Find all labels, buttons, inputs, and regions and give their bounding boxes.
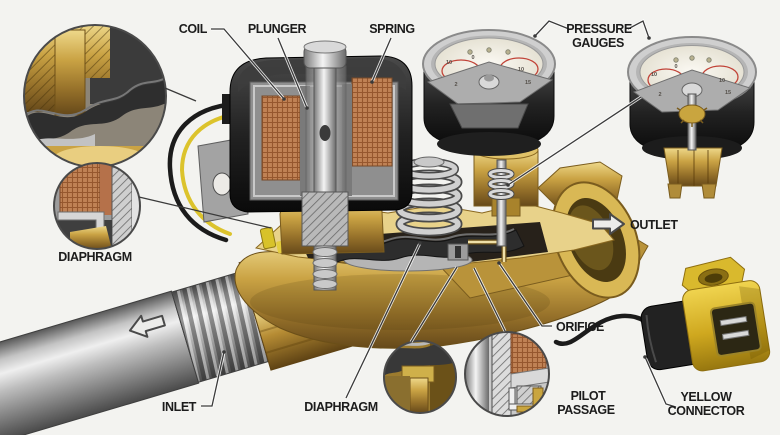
label-pilot-passage-1: PILOT — [571, 389, 607, 403]
plunger-ribs — [312, 247, 338, 289]
gauge-left-tick: 15 — [525, 80, 531, 86]
flow-arrow-inlet-1 — [128, 314, 166, 338]
wire-black — [167, 101, 237, 243]
coil-winding-right — [351, 77, 393, 167]
label-plunger: PLUNGER — [248, 22, 307, 36]
label-yellow-connector-2: CONNECTOR — [668, 404, 745, 418]
gauge-left-tick: 0 — [471, 55, 474, 61]
label-orifice: ORIFICE — [556, 320, 604, 334]
connector-socket — [709, 301, 762, 357]
gauge-right-tick: 2 — [658, 92, 661, 98]
leader-lines — [138, 18, 677, 409]
gauge-left-tick: 10 — [518, 67, 524, 73]
gauge-left-tick: 2 — [454, 82, 457, 88]
pilot-spring — [487, 168, 515, 200]
gauge-scale-numbers: 10 0 2 10 15 10 0 2 10 15 — [446, 55, 731, 98]
label-yellow-connector-1: YELLOW — [680, 390, 732, 404]
connector-pin — [719, 315, 748, 327]
yellow-connector — [553, 256, 771, 372]
solenoid-assembly — [167, 40, 413, 291]
gauge-right-tick: 10 — [719, 78, 725, 84]
yellow-insert — [259, 226, 277, 250]
coil-winding-left — [261, 95, 301, 181]
inset-coil-winding — [53, 162, 141, 250]
pilot-stem — [496, 159, 507, 247]
labels: COIL PLUNGER SPRING PRESSURE GAUGES OUTL… — [58, 22, 745, 418]
label-inlet: INLET — [162, 400, 197, 414]
label-pressure-gauges-1: PRESSURE — [566, 22, 632, 36]
label-outlet: OUTLET — [630, 218, 678, 232]
label-coil: COIL — [179, 22, 208, 36]
pressure-gauge-right — [627, 36, 757, 199]
label-diaphragm-left: DIAPHRAGM — [58, 250, 131, 264]
pressure-gauge-left — [422, 29, 556, 247]
gauge-right-tick: 10 — [651, 72, 657, 78]
connector-pin — [721, 329, 750, 340]
label-pressure-gauges-2: GAUGES — [572, 36, 624, 50]
inset-pilot-passage — [464, 331, 550, 417]
plunger-cap — [303, 40, 347, 54]
gauge-right-tick: 15 — [725, 90, 731, 96]
diaphragm — [315, 229, 525, 268]
gauge-left-tick: 10 — [446, 60, 452, 66]
label-pilot-passage-2: PASSAGE — [557, 403, 614, 417]
label-spring: SPRING — [369, 22, 415, 36]
inset-diaphragm-seal — [383, 340, 457, 414]
label-diaphragm-bottom: DIAPHRAGM — [304, 400, 377, 414]
gauge-right-tick: 0 — [674, 64, 677, 70]
flow-arrow-outlet — [592, 213, 625, 235]
